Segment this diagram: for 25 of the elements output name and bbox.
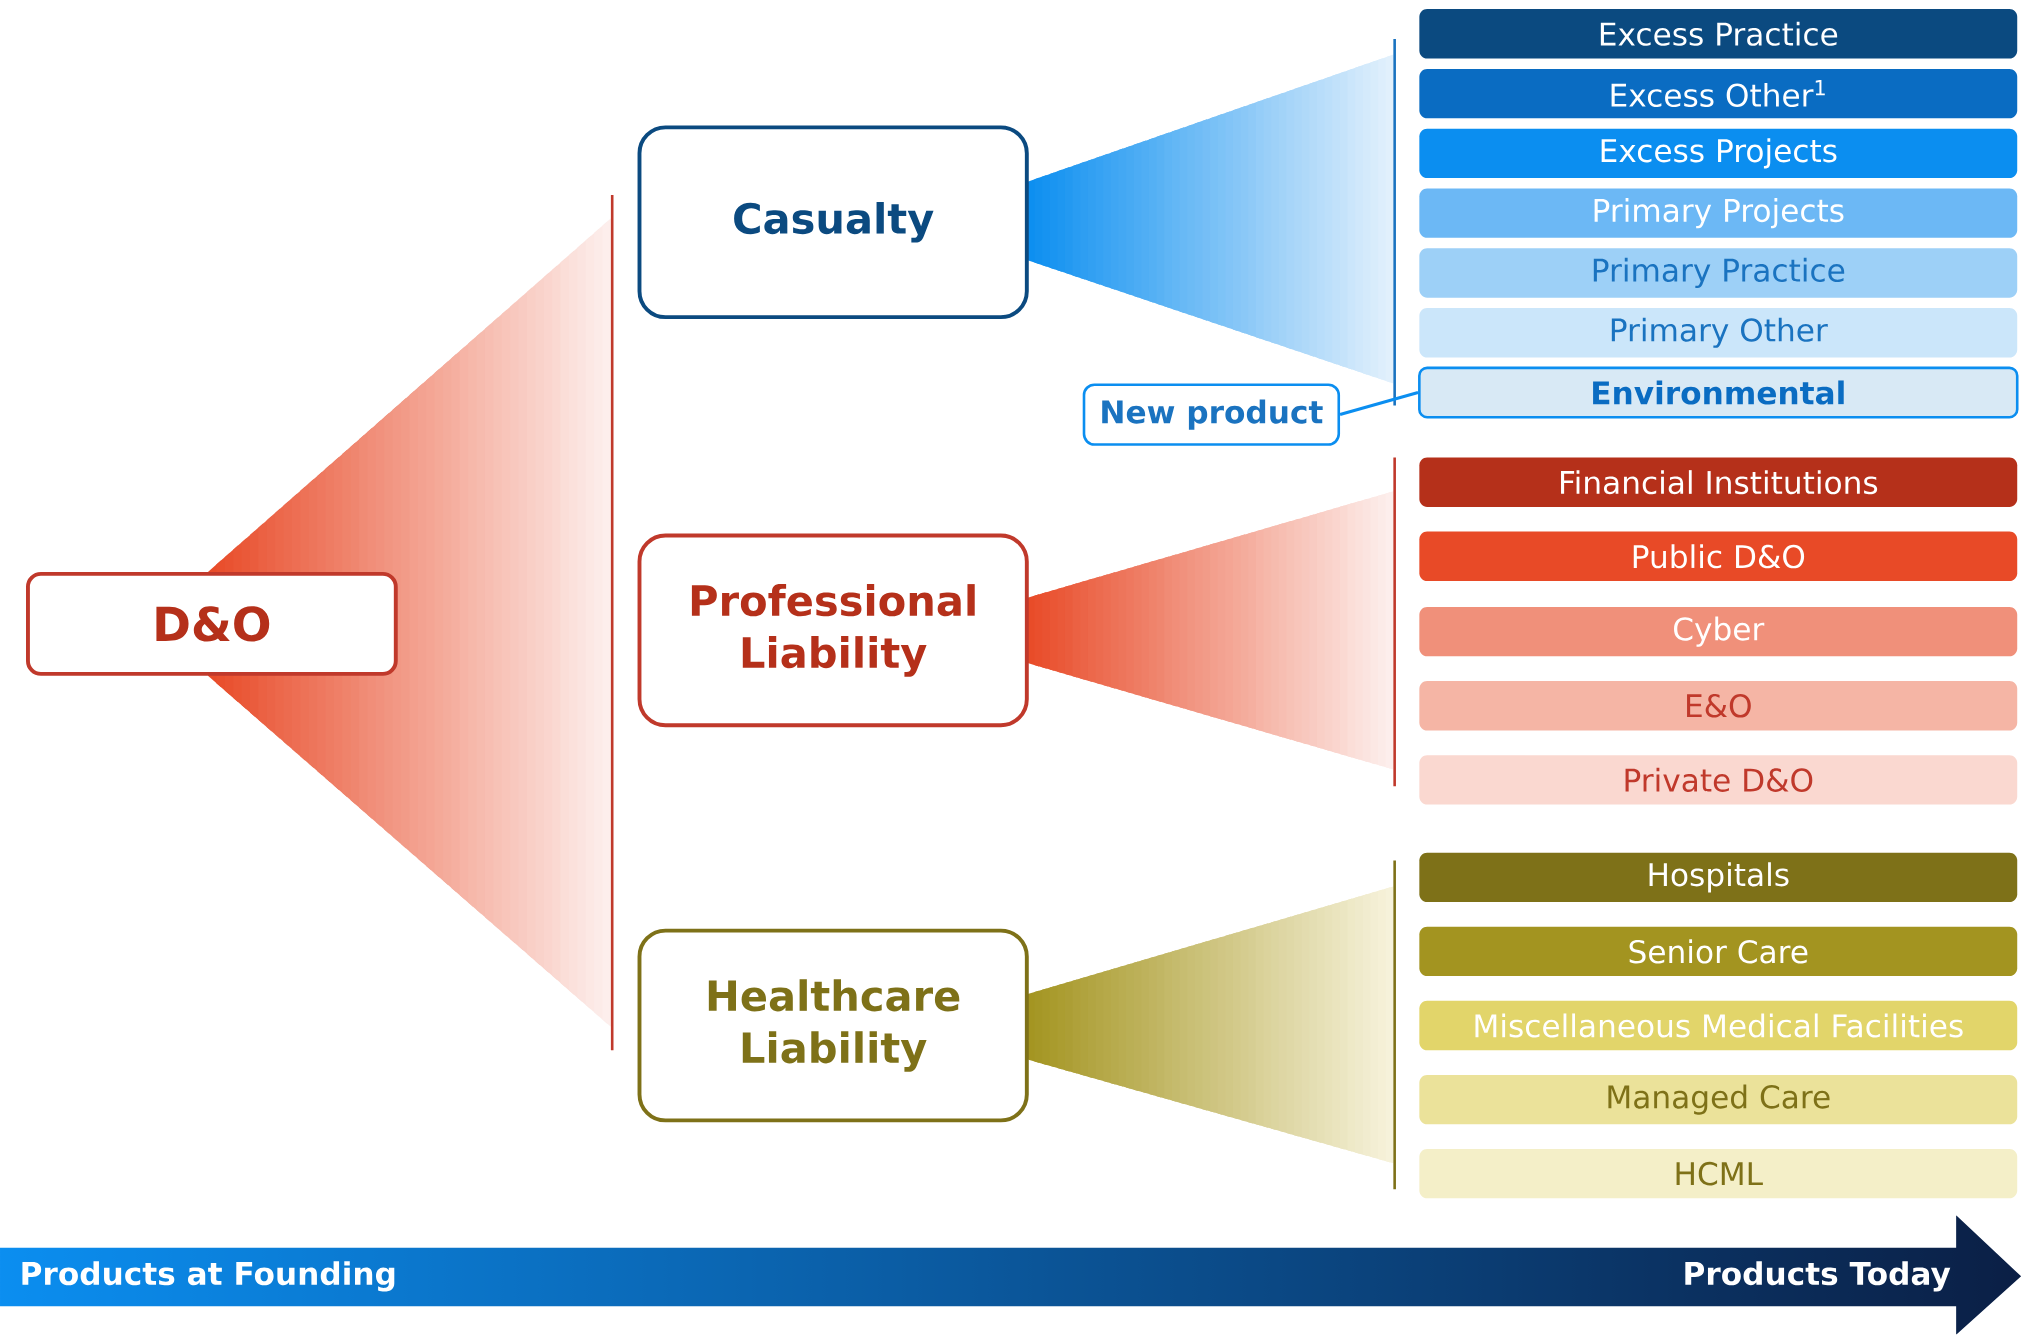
product-bar: Excess Practice xyxy=(1419,9,2018,59)
product-bar: HCML xyxy=(1419,1149,2018,1199)
product-bar: Hospitals xyxy=(1419,852,2018,903)
product-bar: Excess Projects xyxy=(1419,128,2018,179)
product-bar: Miscellaneous Medical Facilities xyxy=(1419,1000,2018,1051)
product-bar: Primary Practice xyxy=(1419,248,2018,298)
product-bar: E&O xyxy=(1419,681,2018,731)
product-bar: Environmental xyxy=(1418,366,2019,419)
root-box: D&O xyxy=(26,571,398,676)
product-bar: Senior Care xyxy=(1419,926,2018,977)
timeline-label: Products at Founding xyxy=(22,1261,395,1292)
callout-box: New product xyxy=(1082,383,1341,446)
category-box: Professional Liability xyxy=(637,533,1029,728)
product-bar: Managed Care xyxy=(1419,1074,2018,1125)
category-box: Healthcare Liability xyxy=(637,928,1029,1123)
category-box: Casualty xyxy=(637,125,1029,320)
product-bar: Financial Institutions xyxy=(1419,457,2018,507)
product-bar: Private D&O xyxy=(1419,755,2018,805)
product-bar: Public D&O xyxy=(1419,531,2018,582)
product-bar: Excess Other$^{1}$ xyxy=(1419,68,2018,119)
timeline-label: Products Today xyxy=(1685,1261,1951,1292)
product-bar: Cyber xyxy=(1419,607,2018,657)
product-bar: Primary Other xyxy=(1419,308,2018,358)
product-bar: Primary Projects xyxy=(1419,188,2018,238)
leader-line xyxy=(1339,391,1419,417)
